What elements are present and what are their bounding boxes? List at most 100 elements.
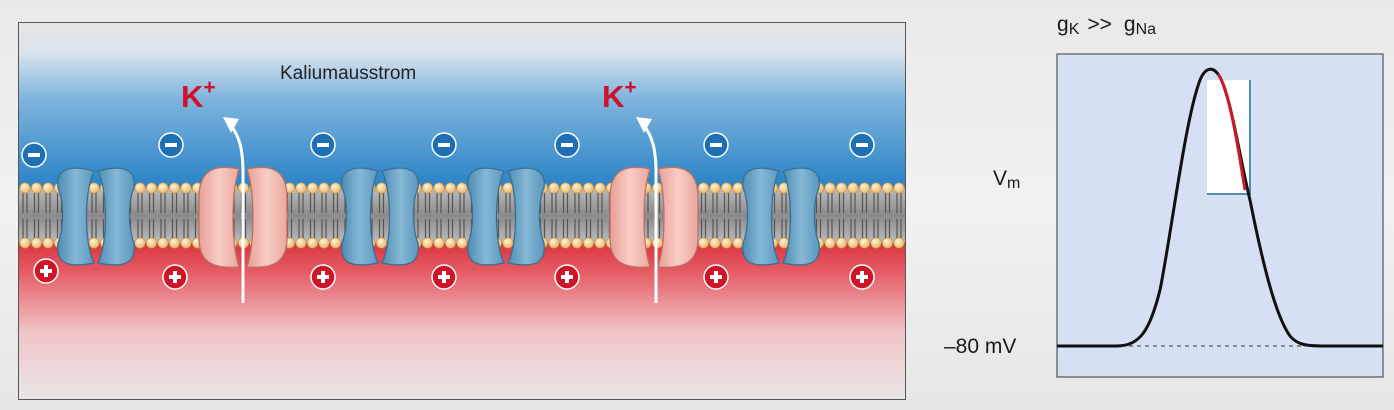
channel-subunit (467, 167, 505, 266)
positive-charge-icon (310, 264, 336, 290)
lipid-head (881, 237, 893, 249)
channel-subunit (198, 166, 240, 268)
lipid-head (433, 182, 445, 194)
channel-subunit (782, 167, 820, 266)
negative-charge-icon (431, 132, 457, 158)
positive-charge-icon (431, 264, 457, 290)
lipid-head (847, 182, 859, 194)
positive-charge-icon (33, 258, 59, 284)
lipid-head (571, 237, 583, 249)
lipid-head (571, 182, 583, 194)
sodium-channel-closed (57, 167, 135, 266)
lipid-head (306, 237, 318, 249)
lipid-head (697, 237, 709, 249)
comparison-operator: >> (1087, 13, 1112, 36)
positive-charge-icon (554, 264, 580, 290)
lipid-head (295, 237, 307, 249)
lipid-head (375, 237, 387, 249)
ion-charge: + (624, 76, 637, 99)
sodium-channel-closed (742, 167, 820, 266)
lipid-head (858, 237, 870, 249)
lipid-head (582, 182, 594, 194)
channel-subunit (57, 167, 95, 266)
lipid-head (180, 182, 192, 194)
lipid-head (444, 182, 456, 194)
ion-charge: + (203, 76, 216, 99)
lipid-head (329, 237, 341, 249)
positive-charge-icon (849, 264, 875, 290)
ion-flux-arrows (223, 117, 658, 303)
charge-markers (21, 132, 875, 290)
channel-subunit (742, 167, 780, 266)
lipid-head (19, 182, 31, 194)
lipid-head (169, 237, 181, 249)
lipid-head (157, 182, 169, 194)
lipid-head (456, 237, 468, 249)
highlight-window (1207, 80, 1251, 194)
lipid-head (502, 182, 514, 194)
lipid-head (847, 237, 859, 249)
lipid-head (19, 237, 31, 249)
lipid-head (697, 182, 709, 194)
lipid-head (88, 182, 100, 194)
lipid-head (824, 182, 836, 194)
ion-symbol: K (602, 79, 625, 114)
repolarization-highlight (1216, 73, 1247, 191)
lipid-head (421, 182, 433, 194)
sodium-channel-closed (467, 167, 545, 266)
lipid-head (42, 237, 54, 249)
lipid-head (732, 237, 744, 249)
plot-area (1056, 53, 1384, 378)
lipid-head (88, 237, 100, 249)
lipid-head (709, 237, 721, 249)
baseline-voltage-label: –80 mV (944, 335, 1017, 358)
vm-subscript: m (1007, 175, 1021, 192)
lipid-head (870, 237, 882, 249)
lipid-head (835, 237, 847, 249)
lipid-head (318, 237, 330, 249)
lipid-head (134, 237, 146, 249)
k-efflux-arrow (223, 117, 245, 303)
lipid-head (456, 182, 468, 194)
negative-charge-icon (310, 132, 336, 158)
lipid-head (31, 237, 42, 249)
lipid-head (732, 182, 744, 194)
lipid-head (893, 182, 905, 194)
lipid-head (559, 237, 571, 249)
ion-symbol: K (181, 79, 204, 114)
potassium-channel-open (609, 166, 699, 268)
lipid-head (893, 237, 905, 249)
lipid-head (548, 182, 560, 194)
lipid-head (375, 182, 387, 194)
action-potential-curve (1057, 67, 1383, 348)
lipid-head (180, 237, 192, 249)
k-ion-label: K+ (181, 77, 216, 114)
channel-subunit (507, 167, 545, 266)
potassium-outflow-label: Kaliumausstrom (280, 63, 417, 84)
lipid-head (146, 182, 158, 194)
membrane-diagram: Kaliumausstrom K+ K+ (18, 22, 906, 400)
lipid-head (295, 182, 307, 194)
g-k-subscript: K (1068, 21, 1080, 38)
k-efflux-arrow (636, 117, 658, 303)
g-na-subscript: Na (1135, 21, 1157, 38)
lipid-head (824, 237, 836, 249)
potassium-channel-open (198, 166, 288, 268)
lipid-head (433, 237, 445, 249)
lipid-head (594, 237, 606, 249)
negative-charge-icon (703, 132, 729, 158)
negative-charge-icon (849, 132, 875, 158)
sodium-channel-closed (341, 167, 419, 266)
lipid-head (169, 182, 181, 194)
lipid-head (548, 237, 560, 249)
lipid-head (329, 182, 341, 194)
lipid-head (582, 237, 594, 249)
lipid-head (559, 182, 571, 194)
lipid-head (134, 182, 146, 194)
vm-symbol: V (993, 167, 1008, 190)
positive-charge-icon (703, 264, 729, 290)
y-axis-label: Vm (993, 167, 1021, 192)
g-k-symbol: g (1057, 13, 1069, 36)
channel-subunit (246, 166, 288, 268)
lipid-head (881, 182, 893, 194)
